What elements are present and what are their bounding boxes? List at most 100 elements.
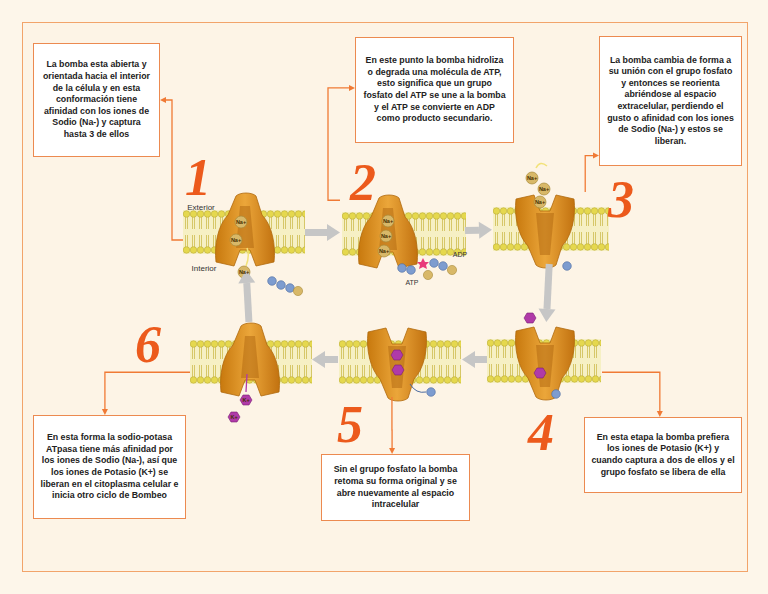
pump-protein (368, 328, 427, 401)
arrow-head (238, 270, 255, 283)
ion-label: Na+ (527, 175, 537, 181)
phosphate-group (427, 388, 436, 397)
ion-label: Na+ (236, 219, 246, 225)
callout-number: 6 (135, 319, 161, 371)
pump-protein (216, 193, 275, 266)
phosphate-group (430, 259, 439, 268)
sodium-ion (238, 266, 250, 278)
ion-label: Na+ (381, 233, 391, 239)
phosphate-group (563, 262, 572, 271)
step-description: Sin el grupo fosfato la bomba retoma su … (328, 464, 463, 510)
sodium-ion (378, 245, 390, 257)
pump-protein (221, 323, 280, 396)
ion-motion (246, 374, 247, 392)
leader-line (160, 97, 183, 240)
leader-line (585, 153, 599, 192)
sodium-ion (534, 196, 546, 208)
arrow-head (327, 224, 340, 241)
cycle-arrow (238, 270, 255, 322)
ion-label: Na+ (539, 186, 549, 192)
sodium-ion (538, 183, 550, 195)
leader-line (389, 397, 395, 454)
arrow-head (479, 222, 492, 239)
step-description: En este punto la bomba hidroliza o degra… (362, 55, 507, 125)
potassium-ion (534, 368, 546, 378)
ion-label: K+ (230, 414, 237, 420)
region-label: ADP (453, 251, 467, 258)
callout-number: 3 (608, 174, 634, 226)
connector-line (325, 356, 338, 363)
connector-line (602, 372, 660, 411)
release-path (410, 384, 426, 392)
connector-line (465, 227, 479, 234)
region-label: Exterior (187, 203, 215, 212)
step-box: En este punto la bomba hidroliza o degra… (355, 37, 514, 143)
phosphate-group (439, 262, 448, 271)
phosphate-group (398, 264, 407, 273)
arrow-head (539, 309, 556, 322)
region-label: ATP (405, 279, 418, 286)
connector-line (166, 100, 183, 240)
pump-stage: 2 (340, 195, 465, 270)
cycle-arrow (465, 222, 492, 239)
step-box: En esta forma la sodio-potasa ATpasa tie… (33, 415, 186, 519)
hydrolysis-burst (417, 258, 429, 269)
connector-line (391, 397, 392, 448)
ion-motion (536, 163, 547, 168)
connector-line (585, 156, 593, 192)
phosphate-group (286, 284, 295, 293)
cycle-arrow (312, 351, 338, 368)
sodium-ion (382, 215, 394, 227)
step-description: En esta forma la sodio-potasa ATpasa tie… (40, 432, 179, 502)
sodium-ion (526, 172, 538, 184)
step-box: Sin el grupo fosfato la bomba retoma su … (321, 454, 470, 521)
cycle-arrow (539, 264, 556, 322)
ion-label: Na+ (535, 199, 545, 205)
pump-protein (516, 195, 575, 268)
connector-line (475, 356, 487, 363)
connector-line (305, 229, 327, 236)
phosphate-group (552, 390, 561, 399)
arrow-head (160, 97, 166, 103)
ion-motion (246, 248, 248, 266)
step-box: En esta etapa la bomba prefiera los ione… (584, 417, 742, 493)
pump-cavity (388, 346, 406, 388)
phosphate-group (268, 277, 277, 286)
step-box: La bomba esta abierta y orientada hacia … (33, 43, 160, 157)
potassium-ion (524, 313, 536, 323)
pump-stage: 5 (338, 322, 462, 397)
potassium-ion (391, 350, 403, 360)
pump-stage: 4 (487, 322, 602, 397)
pump-stage: 3 (492, 192, 610, 264)
arrow-head (312, 351, 325, 368)
pump-protein (516, 327, 575, 400)
callout-number: 4 (528, 407, 554, 459)
pump-cavity (379, 208, 397, 250)
step-description: La bomba esta abierta y orientada hacia … (40, 59, 153, 140)
phosphate-group (407, 266, 416, 275)
connector-line (328, 88, 349, 200)
step-description: En esta etapa la bomba prefiera los ione… (591, 432, 735, 478)
pump-stage: 6 (190, 322, 312, 397)
adenosine (293, 286, 302, 295)
potassium-ion (228, 412, 240, 422)
leader-line (102, 372, 190, 415)
adenosine (423, 270, 432, 279)
arrow-head (462, 351, 475, 368)
ion-label: Na+ (231, 237, 241, 243)
region-label: Interior (192, 264, 217, 273)
pump-cavity (536, 213, 554, 255)
ion-label: Na+ (379, 248, 389, 254)
leader-line (602, 372, 663, 417)
phosphate-group (277, 281, 286, 290)
sodium-ion (235, 216, 247, 228)
ion-label: Na+ (239, 269, 249, 275)
ion-label: K+ (242, 397, 249, 403)
connector-line (105, 372, 190, 409)
connector-line (547, 264, 549, 309)
step-box: La bomba cambia de forma a su unión con … (599, 36, 742, 166)
potassium-ion (240, 395, 252, 405)
step-description: La bomba cambia de forma a su unión con … (606, 55, 735, 148)
pump-cavity (536, 345, 554, 387)
